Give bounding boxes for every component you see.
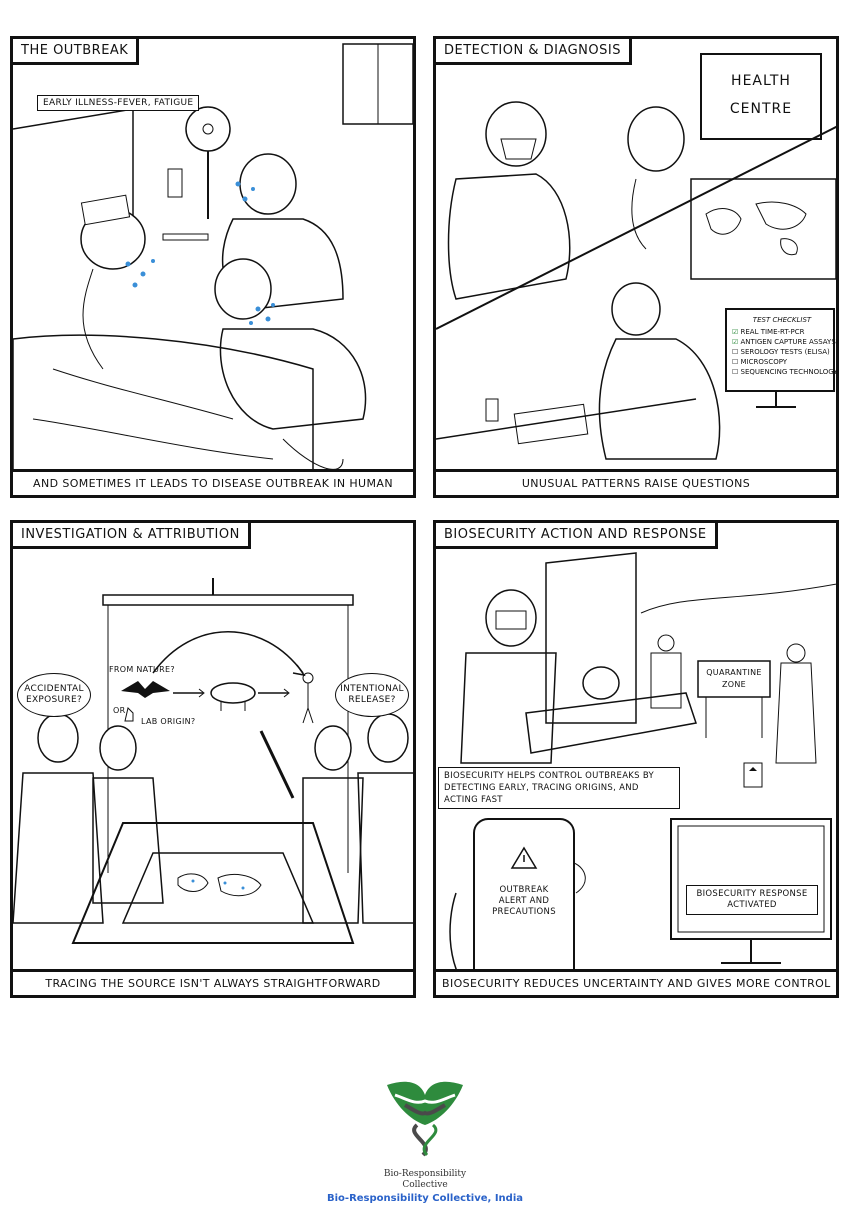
panel-biosecurity: BIOSECURITY ACTION AND RESPONSE QUARANTI… bbox=[433, 520, 839, 998]
biosecurity-illustration bbox=[449, 552, 836, 995]
panel-detection: DETECTION & DIAGNOSIS HEALTH CENTRE TEST… bbox=[433, 36, 839, 498]
checklist-title: TEST CHECKLIST bbox=[752, 316, 812, 324]
checked-icon: ☑ bbox=[732, 338, 739, 346]
investigation-illustration bbox=[13, 578, 413, 944]
or-label: OR bbox=[113, 706, 126, 715]
panel-caption: AND SOMETIMES IT LEADS TO DISEASE OUTBRE… bbox=[13, 469, 413, 495]
checked-icon: ☑ bbox=[732, 328, 739, 336]
detection-illustration bbox=[436, 53, 836, 460]
quarantine-zone-sign: QUARANTINE ZONE bbox=[706, 668, 762, 689]
unchecked-icon: ☐ bbox=[732, 358, 739, 366]
panel-title: THE OUTBREAK bbox=[13, 39, 140, 65]
handshake-dna-logo bbox=[387, 1081, 463, 1157]
org-name-line: Bio-Responsibility Collective bbox=[383, 1169, 467, 1190]
unchecked-icon: ☐ bbox=[732, 348, 739, 356]
panel-caption: BIOSECURITY REDUCES UNCERTAINTY AND GIVE… bbox=[436, 969, 836, 995]
checklist-item: ☑ ANTIGEN CAPTURE ASSAYS bbox=[732, 338, 836, 346]
unchecked-icon: ☐ bbox=[732, 368, 739, 376]
checklist-item: ☑ REAL TIME-RT-PCR bbox=[732, 328, 805, 336]
checklist-item: ☐ SEROLOGY TESTS (ELISA) bbox=[732, 348, 830, 356]
panel-caption: TRACING THE SOURCE ISN'T ALWAYS STRAIGHT… bbox=[13, 969, 413, 995]
lab-origin-label: LAB ORIGIN? bbox=[141, 717, 196, 726]
org-full-name: Bio-Responsibility Collective, India bbox=[327, 1193, 523, 1204]
outbreak-illustration bbox=[13, 43, 413, 495]
panel-title: BIOSECURITY ACTION AND RESPONSE bbox=[436, 523, 718, 549]
phone-alert-text: OUTBREAK ALERT AND PRECAUTIONS bbox=[492, 885, 556, 918]
checklist-item: ☐ SEQUENCING TECHNOLOGY bbox=[732, 368, 838, 376]
panel-outbreak: THE OUTBREAK EARLY ILLNESS-FEVER, FATIGU… bbox=[10, 36, 416, 498]
health-centre-sign: HEALTH CENTRE bbox=[729, 73, 793, 117]
speech-bubble-intentional: INTENTIONAL RELEASE? bbox=[335, 673, 409, 717]
from-nature-label: FROM NATURE? bbox=[109, 665, 175, 674]
test-checklist: TEST CHECKLIST ☑ REAL TIME-RT-PCR ☑ ANTI… bbox=[732, 315, 838, 377]
footer: Bio-Responsibility Collective Bio-Respon… bbox=[0, 1075, 850, 1204]
monitor-response-text: BIOSECURITY RESPONSE ACTIVATED bbox=[686, 885, 818, 916]
panel-caption: UNUSUAL PATTERNS RAISE QUESTIONS bbox=[436, 469, 836, 495]
panel-title: INVESTIGATION & ATTRIBUTION bbox=[13, 523, 251, 549]
symptom-label: EARLY ILLNESS-FEVER, FATIGUE bbox=[37, 95, 200, 111]
biosecurity-info-box: BIOSECURITY HELPS CONTROL OUTBREAKS BY D… bbox=[438, 767, 680, 809]
panel-investigation: INVESTIGATION & ATTRIBUTION ACCIDENTAL E… bbox=[10, 520, 416, 998]
panel-title: DETECTION & DIAGNOSIS bbox=[436, 39, 632, 65]
speech-bubble-accidental: ACCIDENTAL EXPOSURE? bbox=[17, 673, 91, 717]
checklist-item: ☐ MICROSCOPY bbox=[732, 358, 788, 366]
